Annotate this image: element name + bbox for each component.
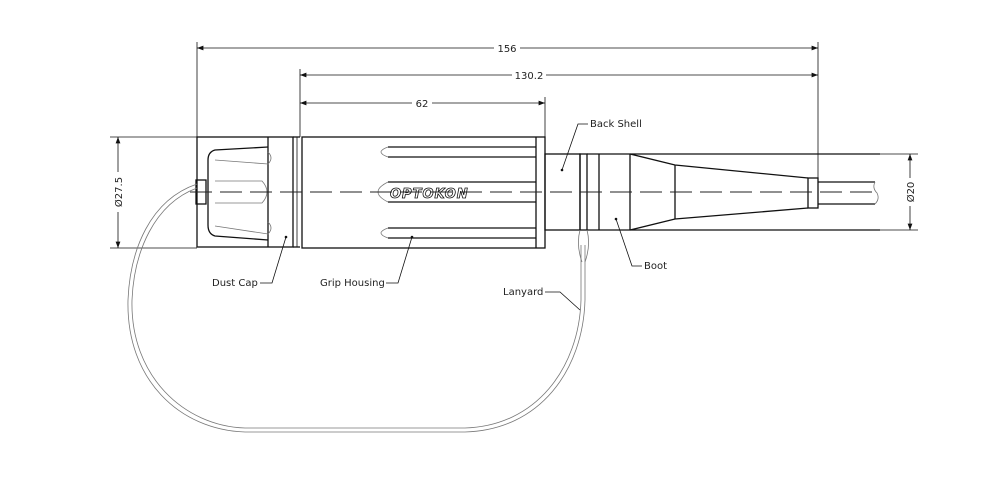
- lanyard: [127, 183, 589, 433]
- label-lanyard: Lanyard: [503, 287, 543, 298]
- dim-body-length: 130.2: [515, 71, 544, 82]
- dim-max-diameter: Ø27.5: [113, 177, 125, 207]
- dimension-diameter-20: Ø20: [904, 154, 917, 230]
- label-grip-housing: Grip Housing: [320, 278, 385, 289]
- label-back-shell: Back Shell: [590, 119, 642, 130]
- dim-grip-length: 62: [416, 99, 429, 110]
- dim-overall-length: 156: [497, 44, 516, 55]
- callouts: Back Shell Dust Cap Grip Housing Lanyard…: [212, 119, 667, 311]
- dimension-130-2: 130.2: [300, 69, 818, 82]
- label-boot: Boot: [644, 261, 667, 272]
- label-dust-cap: Dust Cap: [212, 278, 258, 289]
- boot: [587, 153, 880, 231]
- dim-boot-diameter: Ø20: [905, 182, 917, 203]
- dimension-156: 156: [197, 42, 818, 55]
- dimension-62: 62: [300, 97, 545, 110]
- brand-logo: OPTOKON: [390, 187, 469, 202]
- dimension-diameter-27-5: Ø27.5: [112, 137, 125, 248]
